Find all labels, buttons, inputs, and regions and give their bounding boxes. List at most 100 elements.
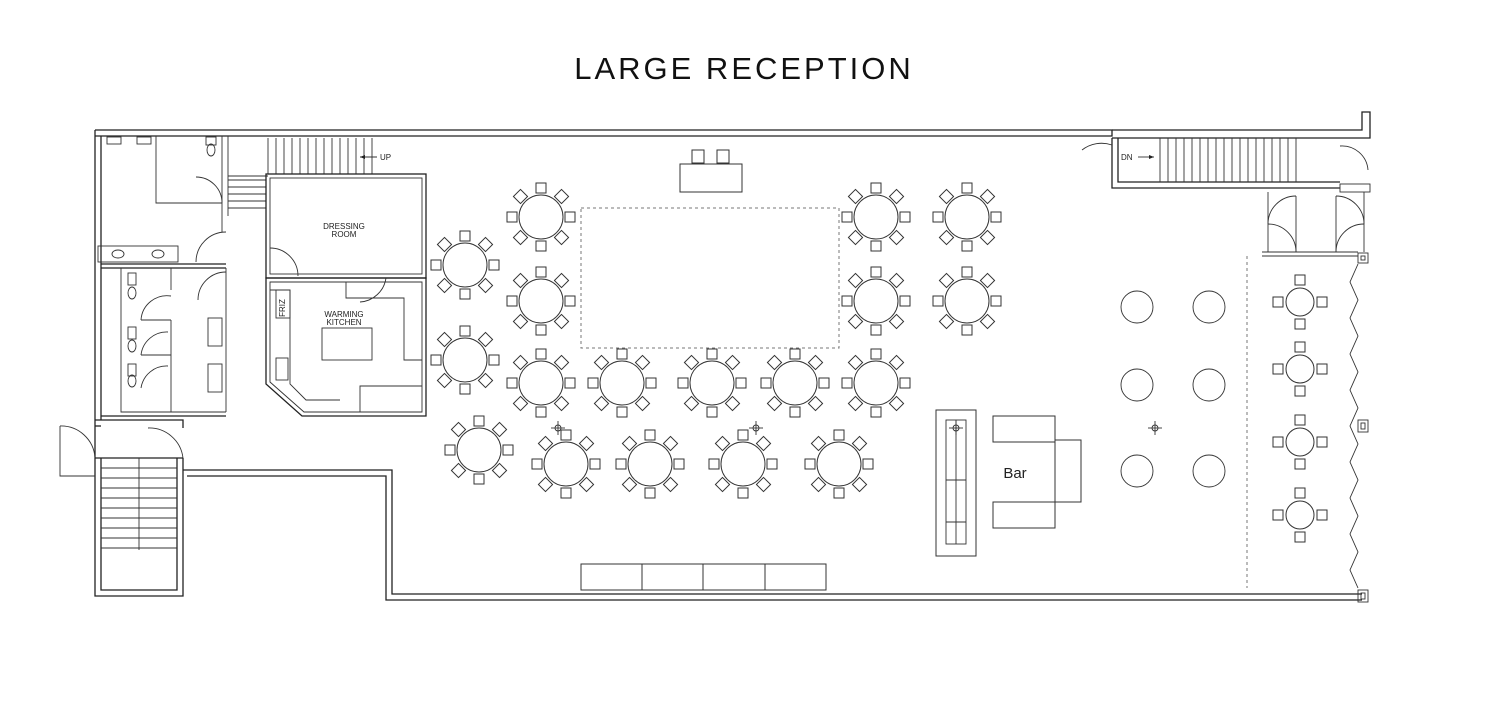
chair [847,395,864,412]
cocktail-table [1192,454,1226,488]
round-table [677,348,747,418]
chair [1294,458,1306,470]
chair [789,406,801,418]
stair-up: UP [228,138,391,209]
chair [810,476,827,493]
chair [506,295,518,307]
chair [1294,341,1306,353]
table-top [1285,500,1315,530]
chair [1272,296,1284,308]
chair [459,383,471,395]
chair [662,435,679,452]
chair [833,429,845,441]
table-top [1285,354,1315,384]
cocktail-table [1120,454,1154,488]
chair [578,435,595,452]
chair [535,406,547,418]
chair [888,395,905,412]
table-top [772,360,818,406]
fridge-label: FRIZ [278,299,287,317]
chair [938,188,955,205]
chair [932,295,944,307]
chair [724,395,741,412]
chair [888,229,905,246]
chair [512,272,529,289]
warming-label-1: WARMING [324,310,363,319]
table-top [543,441,589,487]
dn-label: DN [1121,153,1133,162]
warming-label-2: KITCHEN [326,318,361,327]
chair [564,377,576,389]
chair [818,377,830,389]
chair [553,354,570,371]
chair [473,415,485,427]
chair [938,229,955,246]
table-top [853,360,899,406]
round-table [841,348,911,418]
chair [760,377,772,389]
chair [535,324,547,336]
chair [804,458,816,470]
table-top [599,360,645,406]
chair [847,313,864,330]
chair [531,458,543,470]
up-label: UP [380,153,391,162]
round-table [506,348,576,418]
chair [587,377,599,389]
four-seat-table [1272,487,1328,543]
chair [979,272,996,289]
table-top [518,194,564,240]
chair [477,372,494,389]
chair [841,377,853,389]
chair [477,277,494,294]
head-table [679,149,743,193]
chair [847,354,864,371]
table-top [1285,287,1315,317]
chair [502,444,514,456]
chair [833,487,845,499]
chair [1316,363,1328,375]
chair [459,325,471,337]
table-top [853,278,899,324]
chair [436,372,453,389]
chair [506,211,518,223]
chair [512,229,529,246]
chair [512,313,529,330]
chair [553,272,570,289]
chair [706,406,718,418]
ceiling-fixtures [551,421,1162,435]
chair [1272,509,1284,521]
chair [593,354,610,371]
chair [506,377,518,389]
round-table [531,429,601,499]
bar-area: Bar [935,409,1082,557]
chair [450,462,467,479]
chair [737,487,749,499]
chair [789,348,801,360]
chair [938,313,955,330]
chair [870,266,882,278]
chair [512,188,529,205]
exterior-walls [94,111,1371,603]
chair [553,188,570,205]
chair [990,295,1002,307]
chair [888,188,905,205]
chair [683,395,700,412]
chair [537,476,554,493]
chair [899,295,911,307]
four-seat-table [1272,341,1328,397]
chair [870,182,882,194]
dressing-room: DRESSING ROOM [265,173,427,279]
chair [714,435,731,452]
table-top [944,194,990,240]
chair [535,348,547,360]
chair [634,395,651,412]
chair [724,354,741,371]
chair [708,458,720,470]
round-table [430,230,500,300]
chair [714,476,731,493]
chair [616,348,628,360]
chair [1294,385,1306,397]
chair [979,313,996,330]
chair [430,259,442,271]
